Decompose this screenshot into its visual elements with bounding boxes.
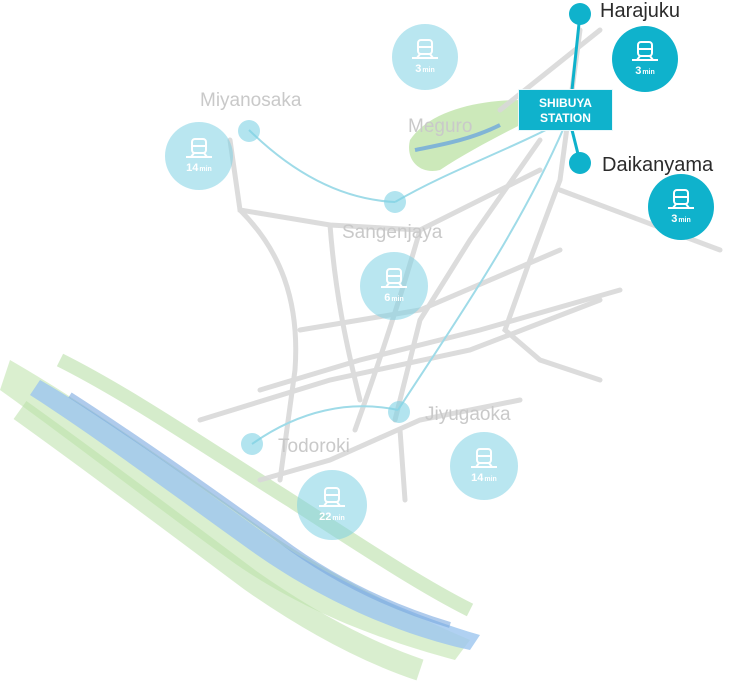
todoroki-label[interactable]: Todoroki <box>278 436 350 457</box>
harajuku-time-unit: min <box>642 69 655 76</box>
train-icon <box>381 268 407 288</box>
daikanyama-time-unit: min <box>678 217 691 224</box>
meguro-time-badge: 3min <box>392 24 458 90</box>
jiyugaoka-time-badge: 14min <box>450 432 518 500</box>
sangenjaya-dot[interactable] <box>384 191 406 213</box>
shibuya-station-box[interactable]: SHIBUYA STATION <box>518 89 613 131</box>
train-icon <box>668 189 694 209</box>
jiyugaoka-time: 14 <box>471 472 484 484</box>
todoroki-time-unit: min <box>332 515 345 522</box>
meguro-time: 3 <box>415 63 422 75</box>
meguro-greenery <box>409 100 540 171</box>
harajuku-time-badge: 3min <box>612 26 678 92</box>
train-icon <box>412 39 438 59</box>
daikanyama-label[interactable]: Daikanyama <box>602 154 714 176</box>
todoroki-dot[interactable] <box>241 433 263 455</box>
meguro-label[interactable]: Meguro <box>408 116 473 137</box>
miyanosaka-time-unit: min <box>199 166 212 173</box>
train-icon <box>632 41 658 61</box>
sangenjaya-time: 6 <box>384 292 391 304</box>
daikanyama-time-badge: 3min <box>648 174 714 240</box>
train-icon <box>471 448 497 468</box>
jiyugaoka-dot[interactable] <box>388 401 410 423</box>
sangenjaya-time-badge: 6min <box>360 252 428 320</box>
jiyugaoka-label[interactable]: Jiyugaoka <box>425 404 511 425</box>
harajuku-label[interactable]: Harajuku <box>600 0 681 22</box>
sangenjaya-time-unit: min <box>391 296 404 303</box>
river-area <box>0 353 480 681</box>
jiyugaoka-time-unit: min <box>484 476 497 483</box>
train-icon <box>319 487 345 507</box>
miyanosaka-time: 14 <box>186 162 199 174</box>
miyanosaka-time-badge: 14min <box>165 122 233 190</box>
daikanyama-dot[interactable] <box>569 152 591 174</box>
sangenjaya-label[interactable]: Sangenjaya <box>342 222 443 243</box>
meguro-time-unit: min <box>422 67 435 74</box>
roads <box>197 27 723 503</box>
hub-line1: SHIBUYA <box>539 96 592 110</box>
daikanyama-time: 3 <box>671 213 678 225</box>
todoroki-time: 22 <box>319 511 332 523</box>
harajuku-time: 3 <box>635 65 642 77</box>
route-line-active <box>570 13 582 163</box>
harajuku-dot[interactable] <box>569 3 591 25</box>
train-icon <box>186 138 212 158</box>
miyanosaka-dot[interactable] <box>238 120 260 142</box>
miyanosaka-label[interactable]: Miyanosaka <box>200 90 302 111</box>
hub-line2: STATION <box>540 111 591 125</box>
todoroki-time-badge: 22min <box>297 470 367 540</box>
